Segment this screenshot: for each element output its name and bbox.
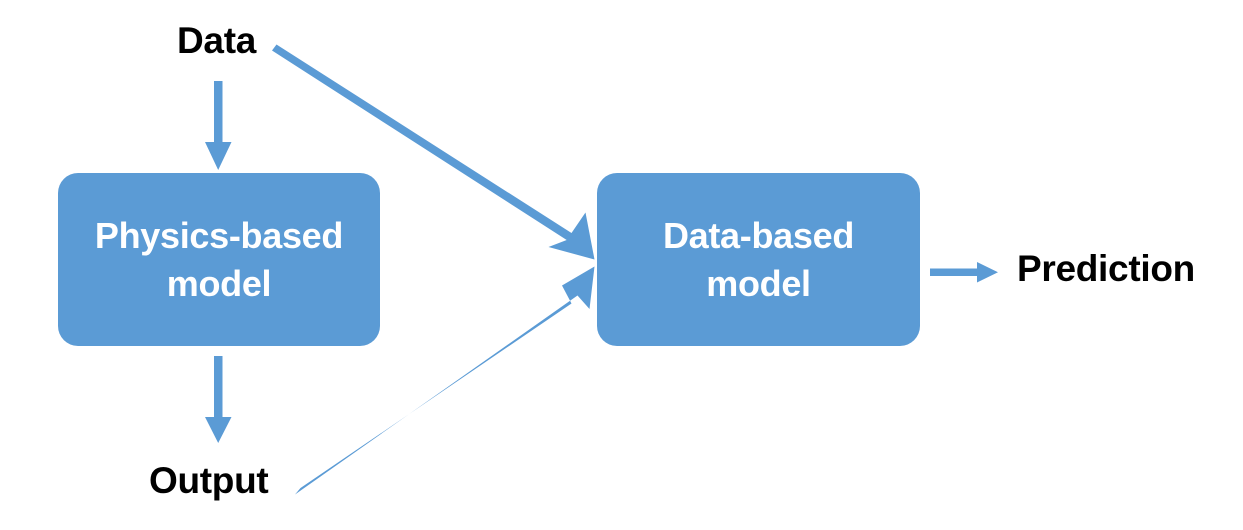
arrow-physics-model-to-output: [205, 356, 232, 443]
node-box-physics-line-2: model: [166, 262, 272, 304]
node-label-data: Data: [177, 20, 256, 61]
node-box-physics-line-1: Physics-based: [94, 214, 344, 256]
arrow-data-to-physics-model: [205, 81, 232, 170]
node-label-output: Output: [149, 460, 269, 501]
node-box-data-model-line-1: Data-based: [662, 214, 855, 256]
node-box-data-based-model-text: Data-based model: [597, 212, 920, 307]
node-label-prediction: Prediction: [1017, 248, 1195, 289]
arrow-data-model-to-prediction: [930, 262, 998, 283]
node-box-physics-based-model[interactable]: Physics-based model: [58, 173, 380, 346]
node-box-data-based-model[interactable]: Data-based model: [597, 173, 920, 346]
node-box-data-model-line-2: model: [706, 262, 811, 304]
node-box-physics-based-model-text: Physics-based model: [58, 212, 380, 307]
